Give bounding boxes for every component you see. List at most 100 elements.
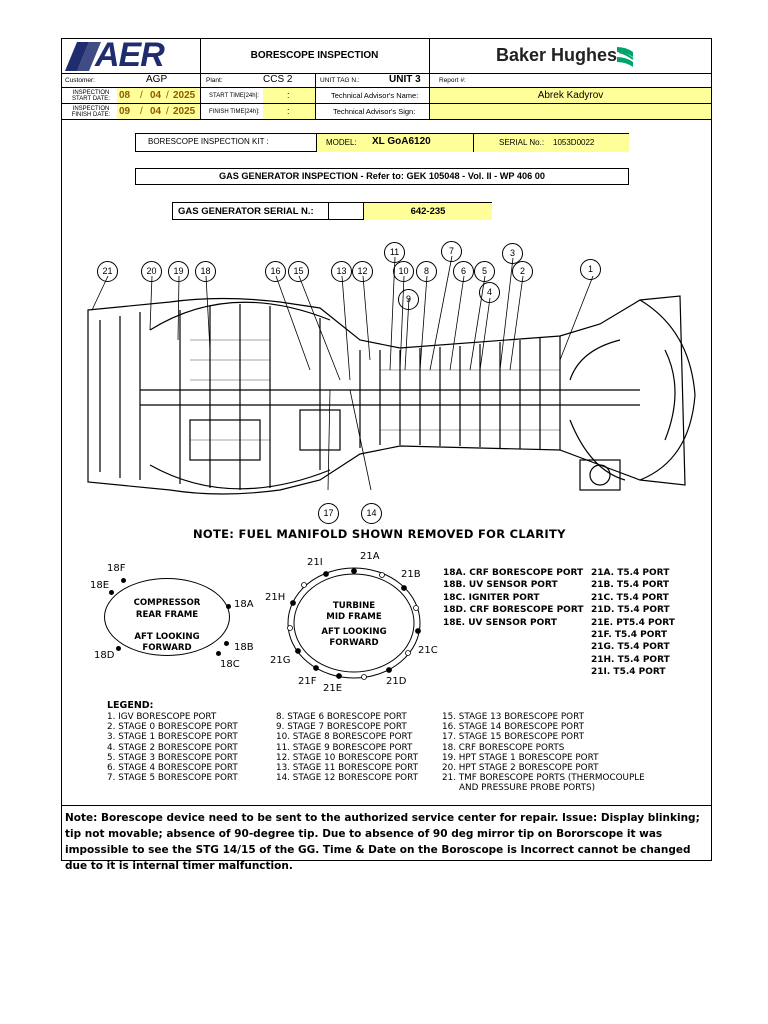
start-date-day[interactable]: 08	[119, 90, 131, 101]
port-21g-desc: 21G. T5.4 PORT	[591, 642, 670, 653]
turbine-mid-frame-diagram	[287, 567, 421, 680]
legend-item: 2. STAGE 0 BORESCOPE PORT	[107, 722, 238, 733]
gg-inspection-row: GAS GENERATOR INSPECTION - Refer to: GEK…	[135, 168, 629, 185]
legend-item: 13. STAGE 11 BORESCOPE PORT	[276, 763, 418, 774]
model-value[interactable]: XL GoA6120	[372, 136, 431, 147]
port-label-18a: 18A	[234, 599, 254, 610]
port-21d-desc: 21D. T5.4 PORT	[591, 605, 670, 616]
finish-date-month[interactable]: 04	[150, 106, 162, 117]
compressor-title-1: COMPRESSOR	[133, 598, 201, 608]
turbine-title-1: TURBINE	[332, 601, 376, 611]
callout-6: 6	[453, 261, 474, 282]
callout-10: 10	[393, 261, 414, 282]
ports-21-list: 21A. T5.4 PORT 21B. T5.4 PORT 21C. T5.4 …	[591, 567, 675, 679]
finish-date-label: INSPECTION FINISH DATE:	[71, 106, 111, 118]
time-separator: :	[287, 90, 290, 100]
baker-hughes-logo: Baker Hughes	[491, 43, 651, 69]
customer-label: Customer:	[65, 77, 95, 84]
advisor-name-field[interactable]	[430, 88, 711, 103]
report-label: Report #:	[439, 77, 466, 84]
start-date-field[interactable]	[117, 88, 200, 103]
baker-hughes-logo-icon	[617, 47, 634, 67]
port-label-18b: 18B	[234, 642, 254, 653]
port-21b-desc: 21B. T5.4 PORT	[591, 580, 670, 591]
legend-item: 11. STAGE 9 BORESCOPE PORT	[276, 742, 413, 753]
engine-cross-section-drawing	[87, 295, 696, 495]
time-separator: :	[287, 106, 290, 116]
port-18e-desc: 18E. UV SENSOR PORT	[443, 617, 557, 628]
advisor-name-value[interactable]: Abrek Kadyrov	[537, 90, 604, 101]
port-label-21f: 21F	[298, 676, 317, 687]
port-label-21a: 21A	[360, 551, 380, 562]
port-21a-desc: 21A. T5.4 PORT	[591, 568, 670, 578]
callout-17: 17	[318, 503, 339, 524]
port-label-21g: 21G	[270, 655, 291, 666]
legend-item: 1. IGV BORESCOPE PORT	[107, 712, 217, 722]
port-label-21h: 21H	[265, 592, 286, 603]
callout-2: 2	[512, 261, 533, 282]
legend-item: AND PRESSURE PROBE PORTS)	[459, 783, 596, 794]
compressor-sub-1: AFT LOOKING	[134, 632, 200, 642]
port-dot	[109, 590, 114, 595]
callout-21: 21	[97, 261, 118, 282]
aer-logo: AER	[63, 36, 199, 74]
legend-item: 7. STAGE 5 BORESCOPE PORT	[107, 773, 238, 784]
port-label-21b: 21B	[401, 569, 421, 580]
legend-item: 10. STAGE 8 BORESCOPE PORT	[276, 732, 413, 743]
port-18c-desc: 18C. IGNITER PORT	[443, 592, 540, 603]
borescope-kit-row: BORESCOPE INSPECTION KIT : MODEL: XL GoA…	[135, 133, 629, 152]
port-label-18f: 18F	[107, 563, 126, 574]
start-date-row: INSPECTION START DATE: 08 / 04 / 2025 ST…	[61, 88, 712, 104]
ports-18-list: 18A. CRF BORESCOPE PORT 18B. UV SENSOR P…	[443, 567, 583, 629]
serial-label: SERIAL No.:	[499, 138, 545, 147]
port-18b-desc: 18B. UV SENSOR PORT	[443, 580, 558, 591]
start-time-field[interactable]	[263, 88, 315, 103]
compressor-title-2: REAR FRAME	[135, 610, 199, 620]
legend-item: 9. STAGE 7 BORESCOPE PORT	[276, 722, 407, 733]
compressor-sub-2: FORWARD	[142, 643, 192, 653]
unit-tag-value[interactable]: UNIT 3	[389, 74, 421, 85]
customer-value[interactable]: AGP	[146, 74, 168, 85]
legend-column-3: 15. STAGE 13 BORESCOPE PORT 16. STAGE 14…	[442, 712, 645, 794]
advisor-sign-field[interactable]	[430, 104, 711, 119]
callout-layer	[80, 240, 700, 530]
gg-serial-row: GAS GENERATOR SERIAL N.: 642-235	[172, 202, 492, 220]
legend-item: 16. STAGE 14 BORESCOPE PORT	[442, 722, 584, 733]
callout-14: 14	[361, 503, 382, 524]
drawing-note: NOTE: FUEL MANIFOLD SHOWN REMOVED FOR CL…	[193, 527, 566, 541]
finish-date-field[interactable]	[117, 104, 200, 119]
finish-date-day[interactable]: 09	[119, 106, 131, 117]
gg-serial-field[interactable]	[364, 203, 492, 220]
plant-label: Plant:	[206, 77, 223, 84]
finish-time-field[interactable]	[263, 104, 315, 119]
legend-item: 3. STAGE 1 BORESCOPE PORT	[107, 732, 238, 743]
port-label-18e: 18E	[90, 580, 110, 591]
port-21c-desc: 21C. T5.4 PORT	[591, 592, 669, 603]
date-separator: /	[166, 106, 169, 117]
start-date-label: INSPECTION START DATE:	[72, 90, 110, 102]
aer-logo-text: AER	[95, 36, 165, 74]
finish-date-year[interactable]: 2025	[173, 106, 196, 117]
gg-serial-value[interactable]: 642-235	[410, 206, 446, 217]
unit-tag-label: UNIT TAG N.:	[320, 77, 360, 84]
aer-logo-icon	[65, 42, 101, 71]
legend-item: 15. STAGE 13 BORESCOPE PORT	[442, 712, 584, 722]
plant-value[interactable]: CCS 2	[263, 74, 293, 85]
model-field[interactable]	[317, 134, 473, 152]
customer-row: Customer: AGP Plant: CCS 2 UNIT TAG N.: …	[61, 74, 712, 88]
finish-time-label: FINISH TIME[24h]:	[209, 109, 260, 115]
port-dot	[216, 651, 221, 656]
callout-16: 16	[265, 261, 286, 282]
port-21i-desc: 21I. T5.4 PORT	[591, 667, 666, 678]
callout-13: 13	[331, 261, 352, 282]
start-date-month[interactable]: 04	[150, 90, 162, 101]
turbine-sub-1: AFT LOOKING	[321, 627, 387, 637]
start-date-year[interactable]: 2025	[173, 90, 196, 101]
serial-value[interactable]: 1053D0022	[553, 138, 595, 147]
serial-field[interactable]	[474, 134, 629, 152]
port-18d-desc: 18D. CRF BORESCOPE PORT	[443, 605, 584, 616]
port-dot	[116, 646, 121, 651]
legend-item: 8. STAGE 6 BORESCOPE PORT	[276, 712, 407, 722]
port-dot	[226, 604, 231, 609]
legend-item: 19. HPT STAGE 1 BORESCOPE PORT	[442, 752, 599, 763]
